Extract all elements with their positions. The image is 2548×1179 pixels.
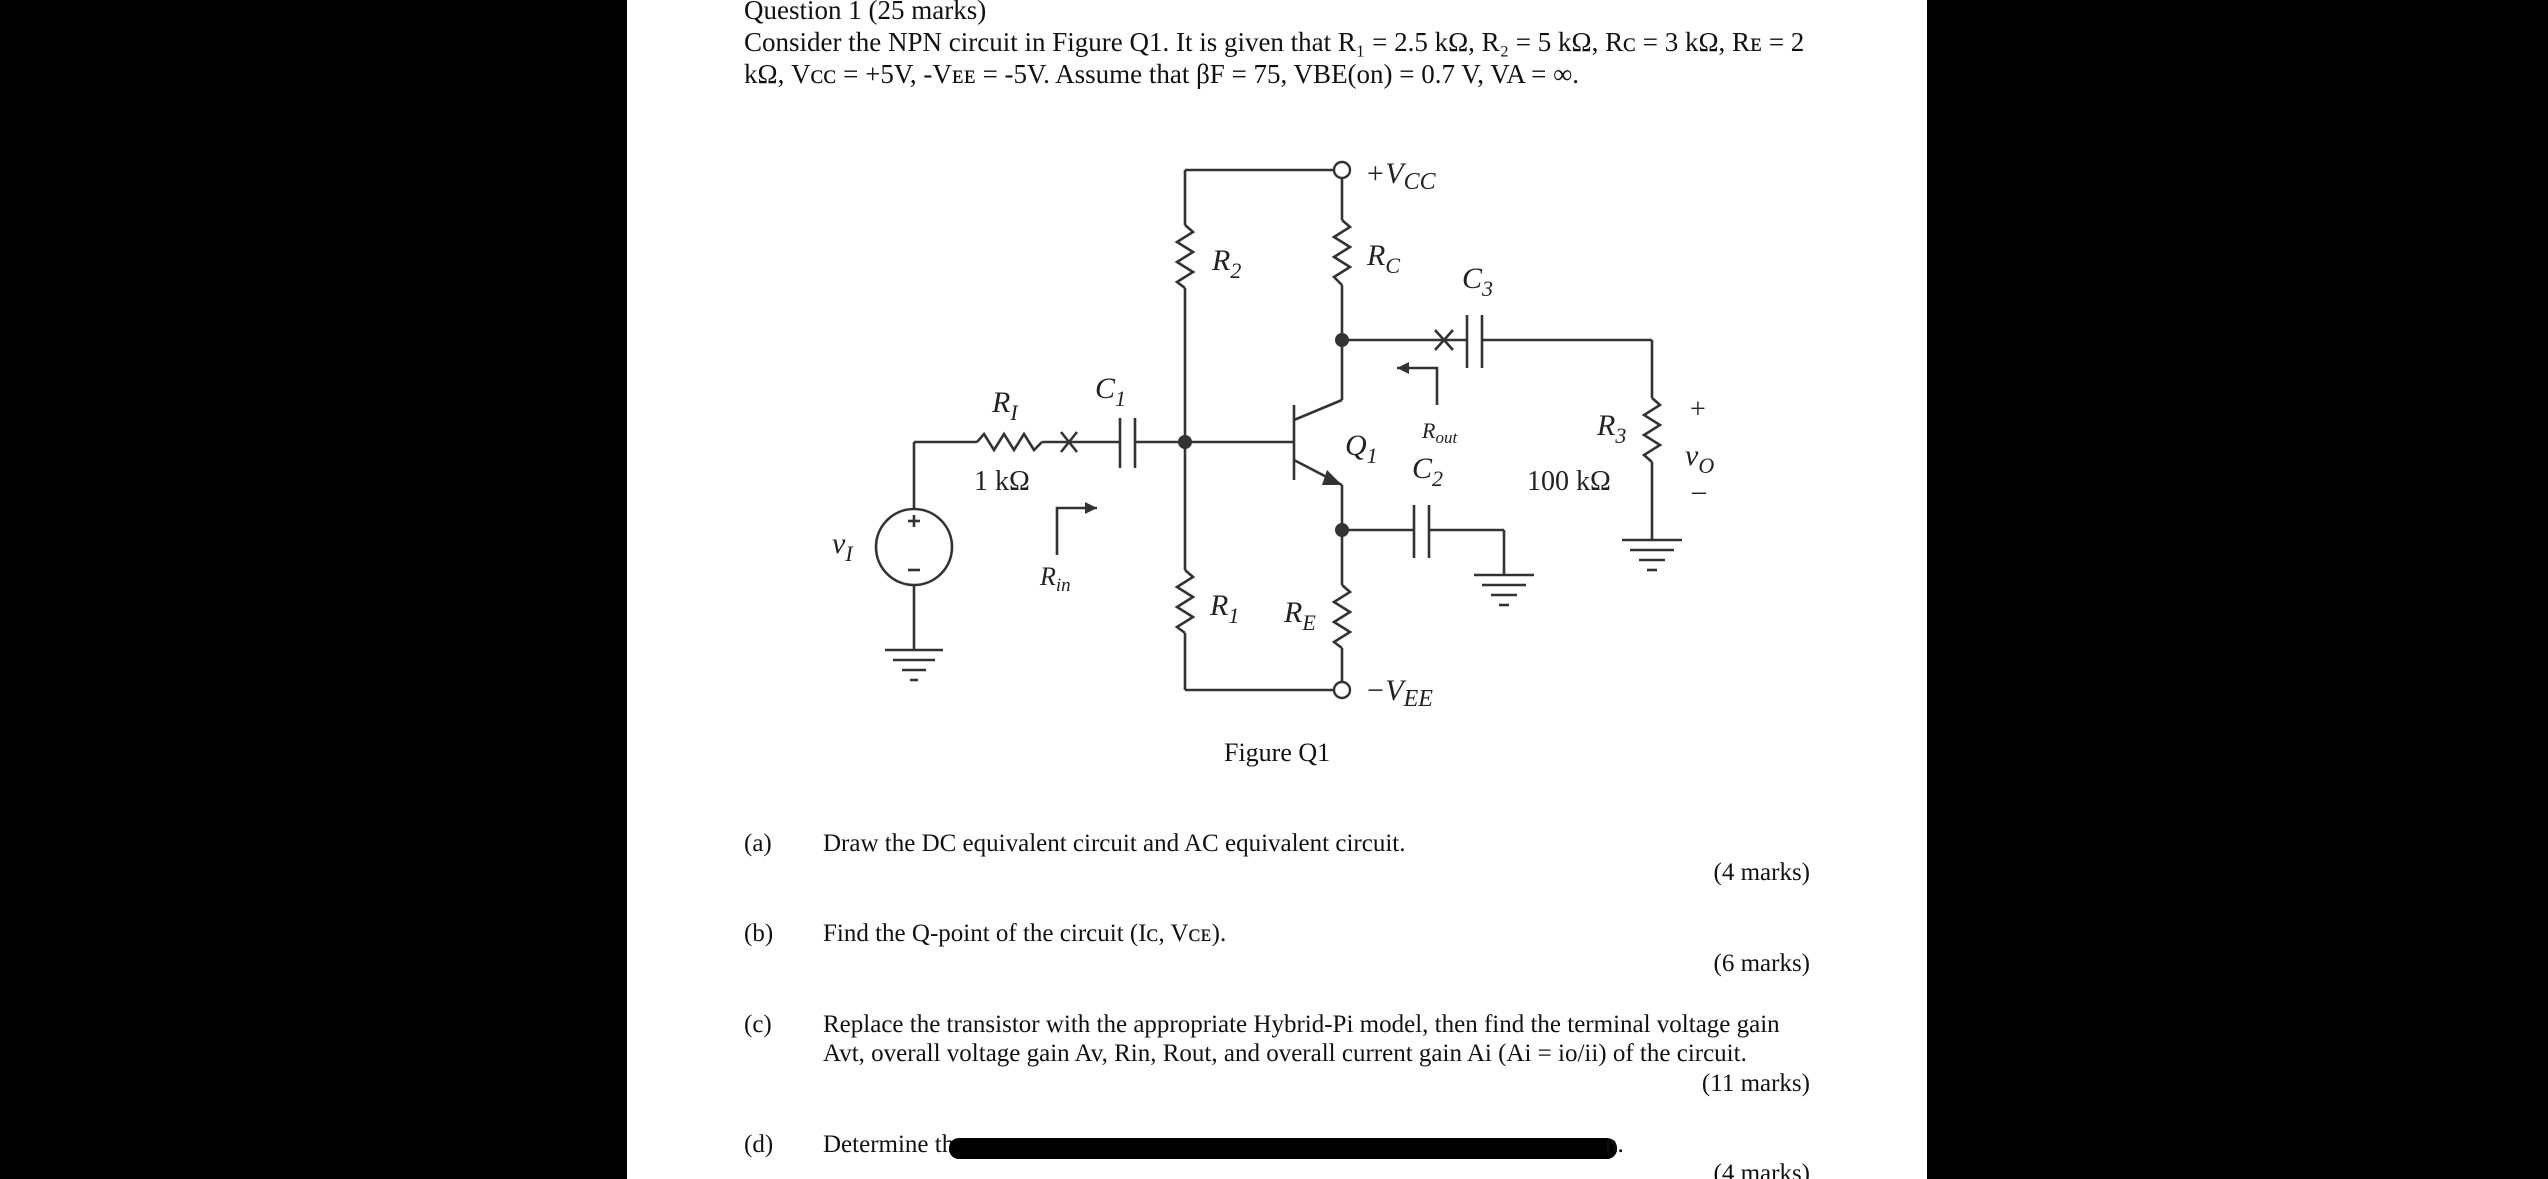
label-rout: Rout (1421, 418, 1458, 447)
part-d-text: Determine th (823, 1131, 955, 1158)
label-r2: R2 (1211, 244, 1241, 283)
part-a-label: (a) (744, 830, 772, 857)
label-vee: −VEE (1365, 674, 1433, 712)
part-a-marks: (4 marks) (1713, 859, 1811, 886)
part-c-marks: (11 marks) (1701, 1070, 1810, 1097)
part-d-text-end: n. (1605, 1131, 1624, 1158)
label-ri: RI (991, 386, 1019, 425)
part-d-label: (d) (744, 1131, 774, 1158)
label-vo-minus: – (1691, 476, 1707, 507)
part-d-marks: (4 marks) (1713, 1160, 1811, 1179)
redaction-bar (949, 1138, 1617, 1159)
question-text-line-1: Consider the NPN circuit in Figure Q1. I… (744, 27, 1805, 57)
label-r3: R3 (1596, 409, 1626, 448)
part-b-label: (b) (744, 920, 774, 947)
label-rin: Rin (1039, 562, 1071, 596)
part-a-text: Draw the DC equivalent circuit and AC eq… (823, 830, 1406, 857)
label-q1: Q1 (1345, 429, 1378, 468)
label-r3-value: 100 kΩ (1527, 466, 1611, 497)
label-r1: R1 (1209, 589, 1239, 628)
document-page: Question 1 (25 marks) Consider the NPN c… (627, 0, 1927, 1179)
label-vi: vI (832, 527, 854, 566)
part-b-marks: (6 marks) (1713, 950, 1811, 977)
label-vo: vO (1685, 439, 1714, 478)
figure-caption: Figure Q1 (1224, 738, 1331, 767)
part-c-text-line-1: Replace the transistor with the appropri… (823, 1011, 1780, 1038)
question-text-line-2: kΩ, Vᴄᴄ = +5V, -Vᴇᴇ = -5V. Assume that β… (744, 59, 1580, 89)
label-c2: C2 (1412, 452, 1443, 491)
circuit-diagram: +VCC −VEE R2 RC C3 RI 1 kΩ C1 Q1 Rout C2… (832, 157, 1714, 712)
label-rc: RC (1366, 239, 1400, 278)
label-ri-value: 1 kΩ (974, 466, 1030, 497)
label-vo-plus: + (1690, 394, 1706, 425)
label-c1: C1 (1095, 372, 1126, 411)
label-c3: C3 (1462, 262, 1493, 301)
label-re: RE (1283, 596, 1316, 635)
part-c-label: (c) (744, 1011, 772, 1038)
part-b-text: Find the Q-point of the circuit (Iᴄ, Vᴄᴇ… (823, 920, 1227, 947)
part-c-text-line-2: Avt, overall voltage gain Av, Rin, Rout,… (823, 1040, 1747, 1067)
label-vcc: +VCC (1365, 157, 1437, 195)
question-heading: Question 1 (25 marks) (744, 0, 987, 25)
